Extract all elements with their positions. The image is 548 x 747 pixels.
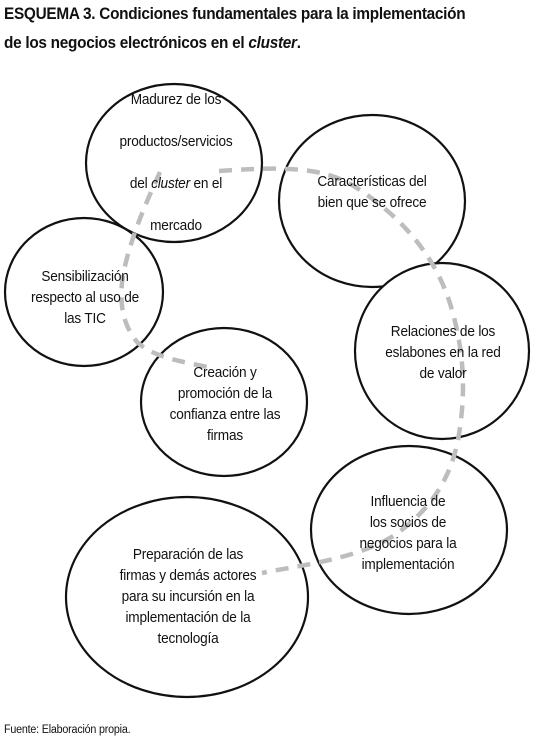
figure-title-line-2: de los negocios electrónicos en el clust…	[4, 29, 506, 58]
madurez-line-3: del cluster en el	[119, 174, 232, 195]
circle-madurez	[84, 82, 264, 244]
node-label-preparacion: Preparación de las firmas y demás actore…	[119, 546, 257, 647]
node-label-sensibilizacion: Sensibilización respecto al uso de las T…	[30, 268, 140, 327]
figure-title-line-1: ESQUEMA 3. Condiciones fundamentales par…	[4, 5, 466, 23]
figure-title-line-2-prefix: de los negocios electrónicos en el	[4, 34, 249, 52]
circle-relaciones	[353, 261, 531, 441]
madurez-text: Madurez de los productos/servicios del c…	[119, 69, 232, 258]
figure-title-line-2-suffix: .	[296, 34, 301, 52]
node-label-caracteristicas: Características del bien que se ofrece	[317, 174, 427, 211]
circle-preparacion	[64, 495, 310, 699]
node-label-relaciones: Relaciones de los eslabones en la red de…	[385, 323, 501, 382]
circle-sensibilizacion	[3, 216, 165, 368]
dashed-connection-path	[218, 166, 466, 576]
madurez-line-2: productos/servicios	[119, 133, 233, 150]
source-note: Fuente: Elaboración propia.	[4, 724, 131, 736]
circle-creacion	[139, 326, 309, 478]
madurez-line-3-suffix: en el	[189, 175, 223, 192]
dashed-left-path	[119, 171, 213, 371]
madurez-line-4: mercado	[150, 217, 202, 234]
figure-title: ESQUEMA 3. Condiciones fundamentales par…	[4, 0, 506, 58]
madurez-line-1: Madurez de los	[130, 91, 222, 108]
madurez-line-3-prefix: del	[129, 175, 152, 192]
circle-influencia	[309, 444, 509, 616]
figure-title-cluster-italic: cluster	[248, 34, 297, 52]
node-label-creacion: Creación y promoción de la confianza ent…	[169, 365, 281, 444]
node-label-madurez: Madurez de los productos/servicios del c…	[101, 92, 251, 234]
madurez-cluster-italic: cluster	[151, 175, 190, 192]
node-label-influencia: Influencia de los socios de negocios par…	[359, 494, 457, 573]
